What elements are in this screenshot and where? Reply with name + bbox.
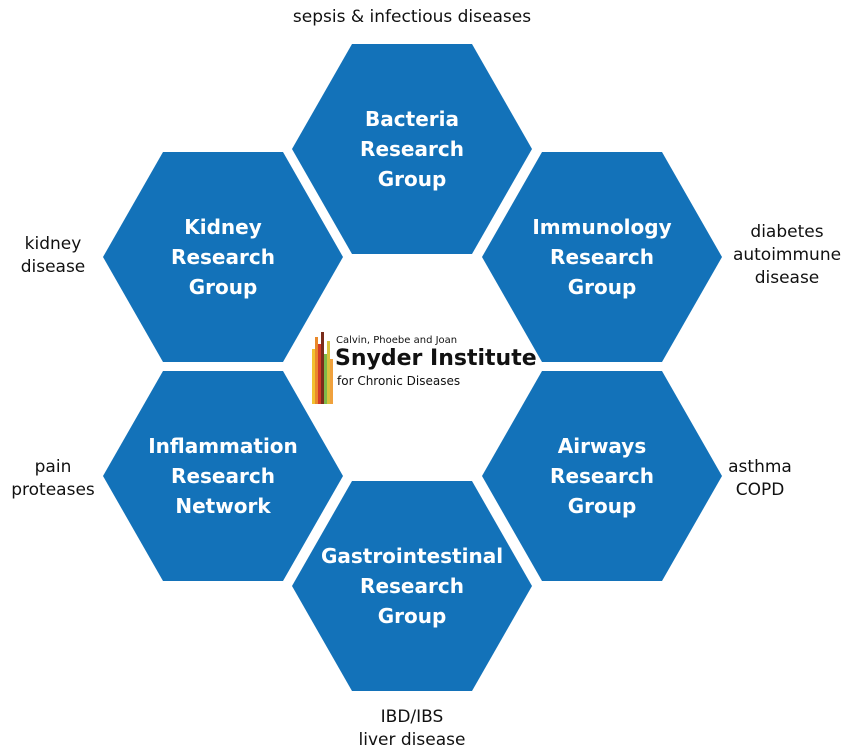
hex-line: Research <box>550 464 654 488</box>
logo-bar <box>327 341 330 404</box>
logo-small-text: Calvin, Phoebe and Joan <box>336 335 458 346</box>
logo-name: Snyder Institute <box>335 346 537 371</box>
note-line: COPD <box>735 480 785 500</box>
logo-bar <box>318 344 321 404</box>
hex-bacteria-research-group: Bacteria Research Group <box>292 44 532 254</box>
note-line: disease <box>20 257 86 277</box>
logo-bar <box>315 337 318 404</box>
logo-bar <box>321 332 324 404</box>
note-line: sepsis & infectious diseases <box>292 7 532 27</box>
hex-line: Airways <box>557 434 647 458</box>
hex-inflammation-research-network: Inflammation Research Network <box>103 371 343 581</box>
note-line: kidney <box>24 234 82 254</box>
hex-line: Immunology <box>532 215 672 239</box>
hex-line: Group <box>567 494 637 518</box>
note-line: disease <box>754 268 820 288</box>
hex-line: Research <box>171 245 275 269</box>
note-line: pain <box>34 457 72 477</box>
hex-airways-research-group: Airways Research Group <box>482 371 722 581</box>
hex-kidney-research-group: Kidney Research Group <box>103 152 343 362</box>
hex-line: Group <box>377 604 447 628</box>
note-line: asthma <box>728 457 792 477</box>
hex-line: Kidney <box>184 215 262 239</box>
hex-line: Group <box>188 275 258 299</box>
disease-note-kidney: kidney disease <box>0 233 106 279</box>
disease-note-inflammation: pain proteases <box>0 456 106 502</box>
note-line: IBD/IBS <box>380 707 444 727</box>
hex-line: Research <box>550 245 654 269</box>
logo-bars-icon <box>311 332 335 404</box>
logo-bar <box>330 359 333 404</box>
note-line: liver disease <box>358 730 466 750</box>
disease-note-immunology: diabetes autoimmune disease <box>720 221 854 290</box>
hex-line: Group <box>377 167 447 191</box>
hex-line: Research <box>360 137 464 161</box>
logo-subtitle: for Chronic Diseases <box>337 374 461 388</box>
hex-line: Network <box>175 494 271 518</box>
note-line: diabetes <box>750 222 824 242</box>
disease-note-top: sepsis & infectious diseases <box>255 6 569 29</box>
hex-gastrointestinal-research-group: Gastrointestinal Research Group <box>292 481 532 691</box>
hex-line: Inflammation <box>148 434 298 458</box>
hex-line: Gastrointestinal <box>320 544 504 568</box>
hex-line: Research <box>171 464 275 488</box>
disease-note-gastrointestinal: IBD/IBS liver disease <box>312 706 512 752</box>
logo-bar <box>324 354 327 404</box>
snyder-institute-logo: Calvin, Phoebe and Joan Snyder Institute… <box>311 332 537 404</box>
hex-line: Group <box>567 275 637 299</box>
logo-bar <box>312 349 315 404</box>
hex-immunology-research-group: Immunology Research Group <box>482 152 722 362</box>
note-line: autoimmune <box>732 245 842 265</box>
disease-note-airways: asthma COPD <box>700 456 820 502</box>
hex-line: Research <box>360 574 464 598</box>
note-line: proteases <box>11 480 95 500</box>
hex-line: Bacteria <box>365 107 459 131</box>
